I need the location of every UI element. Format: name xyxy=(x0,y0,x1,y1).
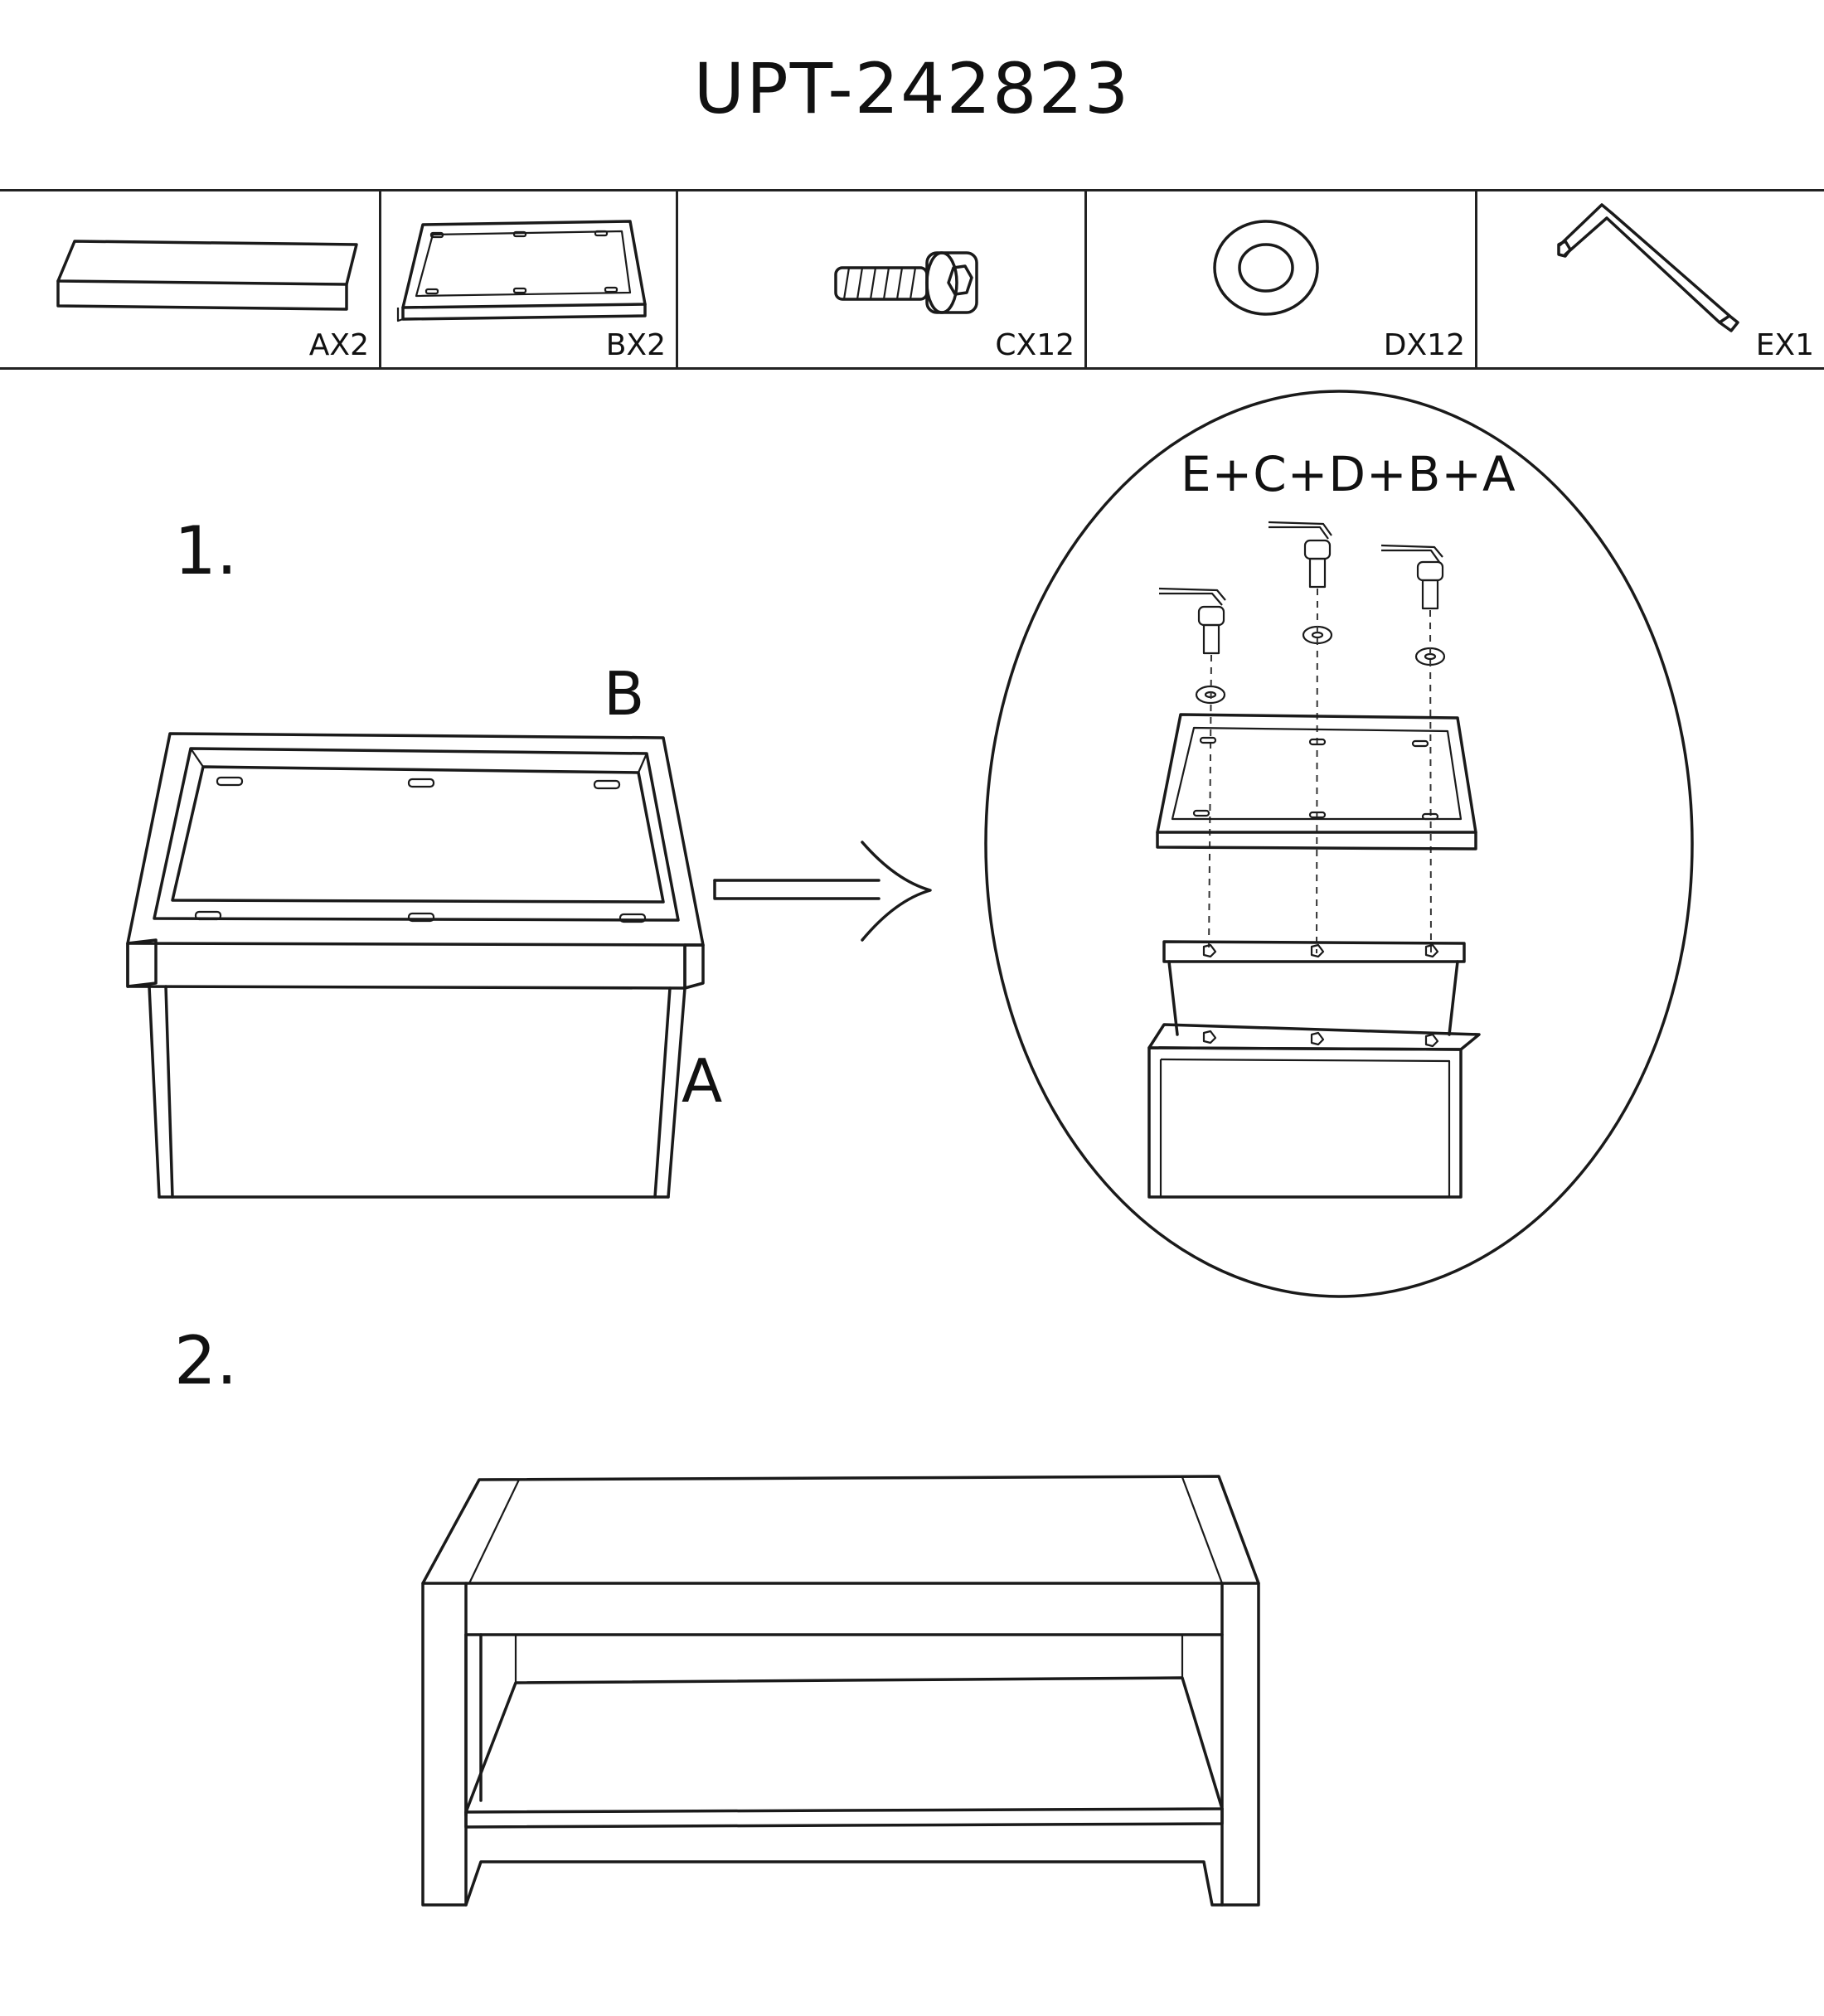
part-label-d: DX12 xyxy=(1383,328,1465,362)
detail-ellipse xyxy=(984,390,1694,1298)
assembly-formula: E+C+D+B+A xyxy=(1181,446,1516,502)
allen-key-icon xyxy=(1557,203,1739,332)
panel-board-icon xyxy=(56,240,358,311)
frame-label-b: B xyxy=(604,659,645,729)
step-1-number: 1. xyxy=(174,512,238,589)
part-cell-e: EX1 xyxy=(1477,191,1824,367)
frame-icon xyxy=(396,220,647,322)
part-cell-a: AX2 xyxy=(0,191,381,367)
step-2-finished-table-illustration xyxy=(421,1475,1260,1907)
step-1-assembly-illustration xyxy=(126,732,705,1199)
part-cell-b: BX2 xyxy=(381,191,678,367)
arrow-icon xyxy=(713,841,932,942)
part-label-e: EX1 xyxy=(1755,328,1814,362)
parts-list-table: AX2 BX2 CX12 xyxy=(0,189,1824,370)
part-cell-c: CX12 xyxy=(678,191,1087,367)
part-label-a: AX2 xyxy=(308,328,369,362)
exploded-detail-illustration xyxy=(1147,521,1481,1199)
panel-label-a: A xyxy=(682,1046,723,1116)
washer-icon xyxy=(1213,220,1319,316)
document-title: UPT-242823 xyxy=(693,48,1131,129)
part-cell-d: DX12 xyxy=(1087,191,1477,367)
step-2-number: 2. xyxy=(174,1322,238,1399)
part-label-c: CX12 xyxy=(995,328,1075,362)
part-label-b: BX2 xyxy=(605,328,666,362)
bolt-icon xyxy=(834,251,978,314)
